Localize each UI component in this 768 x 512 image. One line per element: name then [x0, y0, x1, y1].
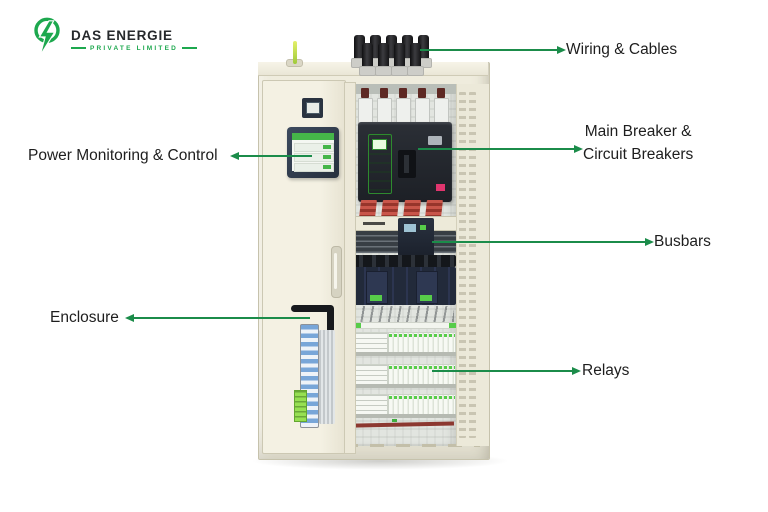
power-meter-display [306, 102, 320, 114]
wiring-cables-arrow [420, 45, 566, 54]
door-handle [331, 246, 342, 298]
relay-row [352, 330, 456, 356]
wire-bundle [319, 330, 335, 424]
breaker-handle [398, 150, 416, 178]
door-edge-post [344, 82, 356, 454]
label-enclosure: Enclosure [50, 309, 119, 326]
mcb-strip [388, 394, 456, 416]
perforated-rail [459, 92, 466, 438]
cable-loop [291, 305, 333, 312]
signal-antenna [293, 41, 297, 64]
cable-loop-bend [327, 305, 334, 333]
breaker-rating-label [428, 136, 442, 145]
terminal-strip-label [294, 390, 307, 422]
relay-module [352, 364, 388, 386]
label-main-breaker-line1: Main Breaker & [584, 123, 692, 140]
company-subtitle-text: PRIVATE LIMITED [90, 44, 179, 52]
label-relays: Relays [582, 362, 630, 379]
relay-module [352, 394, 388, 416]
breaker-indicator [436, 184, 445, 191]
mccb [366, 271, 388, 304]
mcb-strip [388, 364, 456, 386]
logo-text: DAS ENERGIE PRIVATE LIMITED [71, 27, 198, 52]
distribution-busbar [350, 255, 456, 267]
company-logo: DAS ENERGIE PRIVATE LIMITED [30, 16, 198, 63]
relay-row [352, 362, 456, 388]
hmi-data-row [294, 143, 334, 152]
plinth-vents [266, 444, 480, 447]
breaker-display [404, 224, 426, 232]
main-breaker-arrow [418, 144, 583, 153]
relays-arrow [432, 366, 581, 375]
perforated-rail [469, 92, 476, 438]
cable-gland [375, 43, 392, 76]
label-main-breaker-line2: Circuit Breakers [583, 146, 694, 163]
hmi-data-row [294, 153, 334, 162]
label-wiring-cables: Wiring & Cables [566, 41, 678, 58]
company-name: DAS ENERGIE [71, 27, 173, 43]
status-led [392, 419, 397, 422]
cable-gland [391, 43, 408, 76]
enclosure-arrow [125, 313, 310, 322]
relay-module [352, 332, 388, 354]
cable-gland [407, 43, 424, 76]
breaker-control-unit [368, 134, 392, 194]
wireway-cover [352, 322, 458, 329]
hmi-data-row [294, 163, 334, 172]
label-busbars: Busbars [654, 233, 711, 250]
busbars-arrow [432, 237, 654, 246]
lightning-bolt-icon [30, 16, 64, 63]
subtitle-left-dash [71, 47, 86, 49]
cable-gland [359, 43, 376, 76]
mccb [416, 271, 438, 304]
company-subtitle: PRIVATE LIMITED [71, 44, 198, 52]
label-power-monitoring: Power Monitoring & Control [28, 147, 218, 164]
relay-row [352, 392, 456, 418]
subtitle-right-dash [182, 47, 198, 49]
mcb-strip [388, 332, 456, 354]
terminal [396, 88, 411, 126]
label-main-breaker: Main Breaker & Circuit Breakers [583, 120, 693, 166]
hmi-screen-header [292, 133, 334, 140]
power-monitoring-arrow [230, 151, 312, 160]
